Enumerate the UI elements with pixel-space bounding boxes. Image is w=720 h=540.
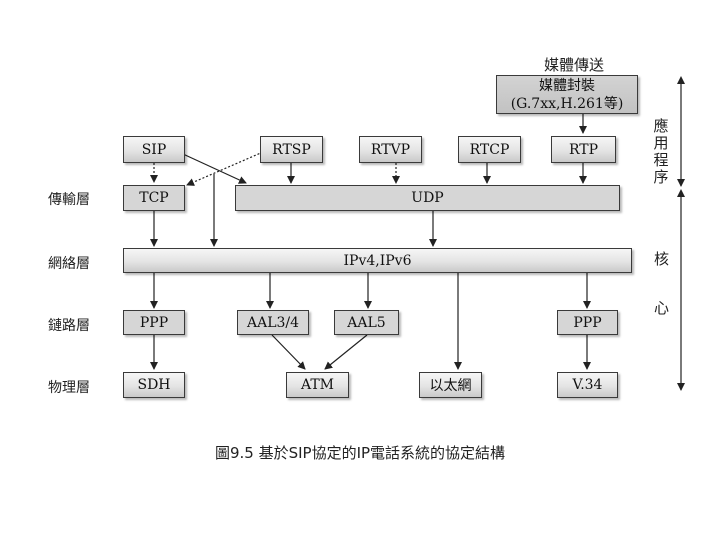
rtsp-label: RTSP — [272, 141, 311, 158]
core-side-label-1: 核 — [654, 250, 670, 268]
tcp-box: TCP — [123, 185, 185, 211]
aal34-label: AAL3/4 — [246, 314, 300, 331]
ppp-left-box: PPP — [123, 310, 185, 335]
sdh-box: SDH — [123, 372, 185, 398]
ip-box: IPv4,IPv6 — [123, 248, 632, 273]
figure-caption: 圖9.5 基於SIP協定的IP電話系統的協定結構 — [214, 444, 506, 462]
rtcp-label: RTCP — [469, 141, 510, 158]
ethernet-box: 以太網 — [419, 372, 482, 398]
network-layer-label: 網絡層 — [48, 256, 90, 272]
rtvp-box: RTVP — [359, 136, 422, 163]
sip-label: SIP — [141, 141, 167, 158]
arrow-aal34-to-atm — [271, 334, 306, 370]
aal34-box: AAL3/4 — [237, 310, 309, 335]
sdh-label: SDH — [137, 377, 171, 393]
application-side-label: 應用程序 — [653, 117, 669, 186]
ip-label: IPv4,IPv6 — [343, 252, 412, 269]
sip-box: SIP — [123, 136, 185, 163]
rtp-box: RTP — [551, 136, 616, 163]
rtvp-label: RTVP — [370, 141, 411, 158]
atm-box: ATM — [286, 372, 349, 398]
core-side-label-2: 心 — [654, 299, 670, 317]
atm-label: ATM — [300, 377, 335, 393]
ethernet-label: 以太網 — [429, 378, 472, 394]
udp-box: UDP — [235, 185, 620, 211]
ppp-right-box: PPP — [557, 310, 618, 335]
arrow-aal5-to-atm — [324, 334, 368, 370]
tcp-label: TCP — [139, 190, 169, 206]
rtp-label: RTP — [568, 141, 599, 158]
aal5-label: AAL5 — [347, 314, 386, 331]
rtcp-box: RTCP — [458, 136, 521, 163]
arrow-rtsp-to-tcp — [186, 151, 264, 186]
rtsp-box: RTSP — [260, 136, 323, 163]
ppp-left-label: PPP — [139, 314, 169, 331]
link-layer-label: 鏈路層 — [48, 318, 90, 334]
v34-box: V.34 — [557, 372, 618, 398]
arrow-sip-to-udp — [182, 153, 247, 184]
ppp-right-label: PPP — [573, 314, 602, 331]
aal5-box: AAL5 — [334, 310, 399, 335]
media-encap-codecs: (G.7xx,H.261等) — [510, 95, 624, 112]
transport-layer-label: 傳輸層 — [48, 192, 90, 208]
v34-label: V.34 — [572, 377, 603, 393]
media-transport-label: 媒體傳送 — [544, 56, 605, 74]
media-encapsulation-box: 媒體封裝 (G.7xx,H.261等) — [496, 75, 638, 114]
physical-layer-label: 物理層 — [48, 380, 90, 396]
udp-label: UDP — [411, 190, 444, 206]
media-encap-title: 媒體封裝 — [539, 77, 595, 94]
